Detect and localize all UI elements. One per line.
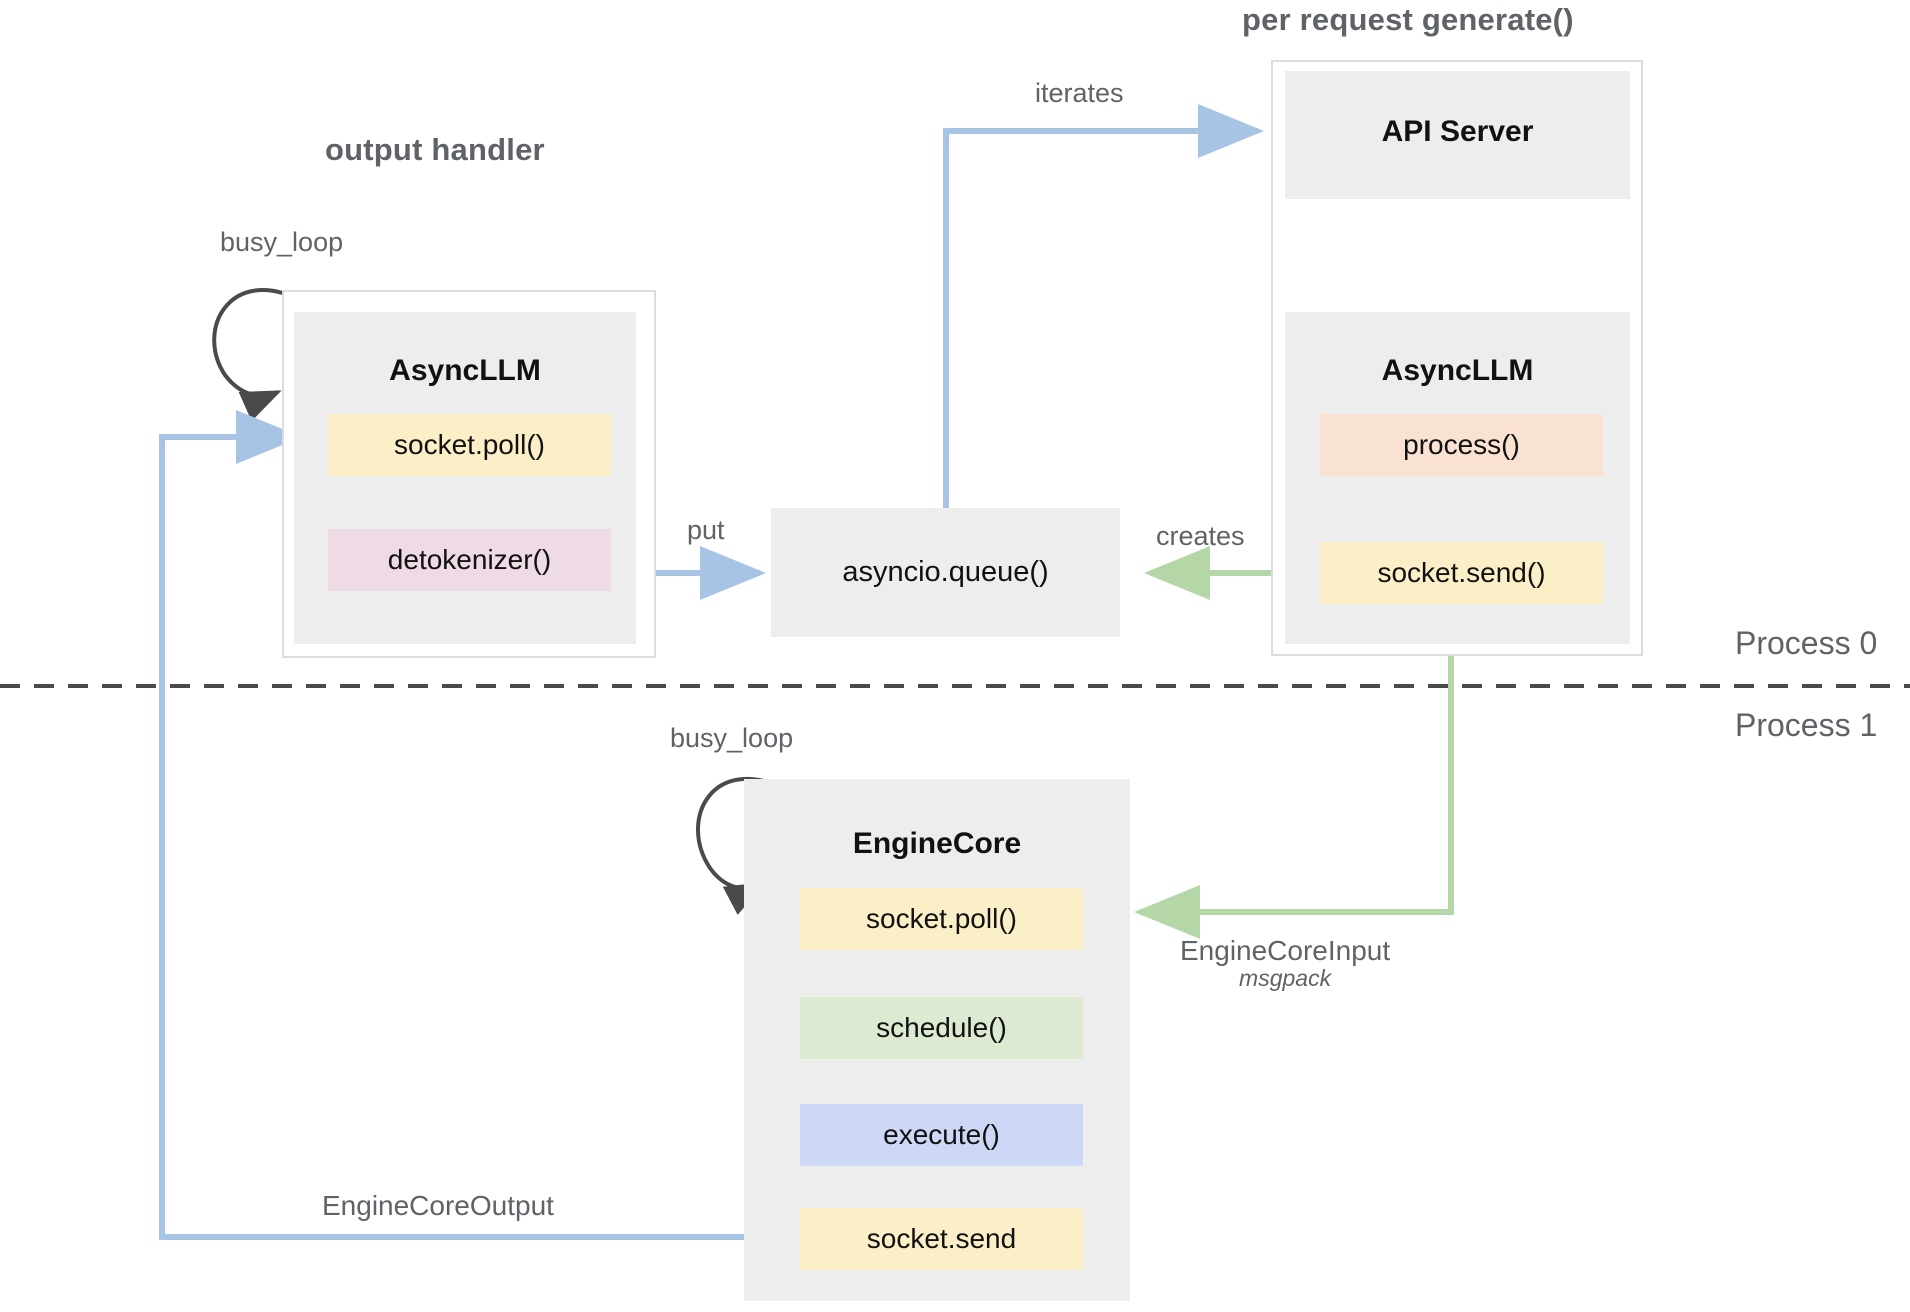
- asyncio-queue-label: asyncio.queue(): [842, 556, 1049, 588]
- edge-label-text: EngineCoreInput: [1180, 935, 1391, 966]
- chip-socket-send-engine[interactable]: socket.send: [800, 1208, 1083, 1270]
- edge-label-enginecoreoutput: EngineCoreOutput: [322, 1190, 554, 1221]
- api-server-module: API Server: [1285, 71, 1630, 199]
- edge-sublabel-msgpack: msgpack: [1239, 965, 1332, 991]
- chip-execute[interactable]: execute(): [800, 1104, 1083, 1166]
- chip-label: process(): [1403, 429, 1520, 460]
- async-llm-output-title: AsyncLLM: [389, 354, 541, 387]
- api-server-title: API Server: [1381, 115, 1534, 148]
- chip-socket-send-request[interactable]: socket.send(): [1320, 542, 1603, 604]
- edge-label-enginecoreinput: EngineCoreInput msgpack: [1180, 935, 1390, 992]
- chip-detokenizer[interactable]: detokenizer(): [328, 529, 611, 591]
- group-title-output-handler: output handler: [325, 132, 545, 167]
- chip-schedule[interactable]: schedule(): [800, 997, 1083, 1059]
- chip-label: schedule(): [876, 1012, 1007, 1043]
- async-llm-request-title: AsyncLLM: [1381, 354, 1534, 387]
- edge-label-put: put: [687, 515, 725, 545]
- chip-label: detokenizer(): [387, 544, 552, 575]
- group-title-per-request-generate: per request generate(): [1242, 2, 1574, 37]
- engine-core-title: EngineCore: [852, 827, 1022, 860]
- process-label-0: Process 0: [1735, 625, 1878, 661]
- chip-label: socket.poll(): [866, 903, 1017, 934]
- process-label-1: Process 1: [1735, 707, 1878, 743]
- busy-loop-label-left: busy_loop: [220, 227, 344, 257]
- edge-label-creates: creates: [1156, 521, 1245, 551]
- chip-label: socket.send(): [1377, 557, 1546, 588]
- chip-process[interactable]: process(): [1320, 414, 1603, 476]
- busy-loop-label-enginecore: busy_loop: [670, 723, 794, 753]
- chip-label: execute(): [883, 1119, 1000, 1150]
- chip-label: socket.send: [866, 1223, 1017, 1254]
- chip-socket-poll-output[interactable]: socket.poll(): [328, 414, 611, 476]
- edge-iterates: [943, 104, 1264, 508]
- edge-label-iterates-top: iterates: [1035, 78, 1124, 108]
- asyncio-queue-box[interactable]: asyncio.queue(): [771, 508, 1120, 637]
- chip-label: socket.poll(): [394, 429, 545, 460]
- chip-socket-poll-engine[interactable]: socket.poll(): [800, 888, 1083, 950]
- async-llm-output-module: AsyncLLM: [294, 312, 636, 644]
